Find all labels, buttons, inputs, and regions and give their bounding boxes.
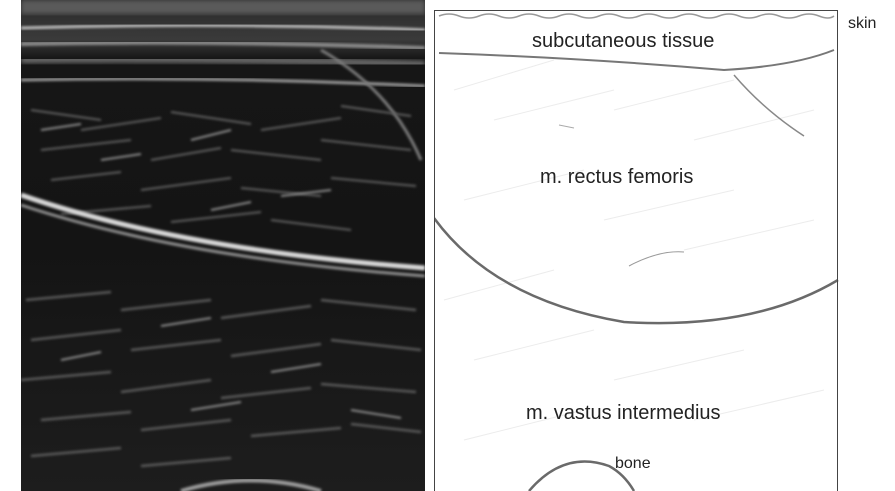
ultrasound-image: [21, 0, 425, 491]
label-skin: skin: [848, 16, 876, 32]
label-bone: bone: [615, 456, 651, 472]
ultrasound-texture: [21, 0, 425, 491]
label-vastus-intermedius: m. vastus intermedius: [526, 403, 721, 423]
label-subcutaneous-tissue: subcutaneous tissue: [532, 31, 714, 51]
label-rectus-femoris: m. rectus femoris: [540, 167, 693, 187]
